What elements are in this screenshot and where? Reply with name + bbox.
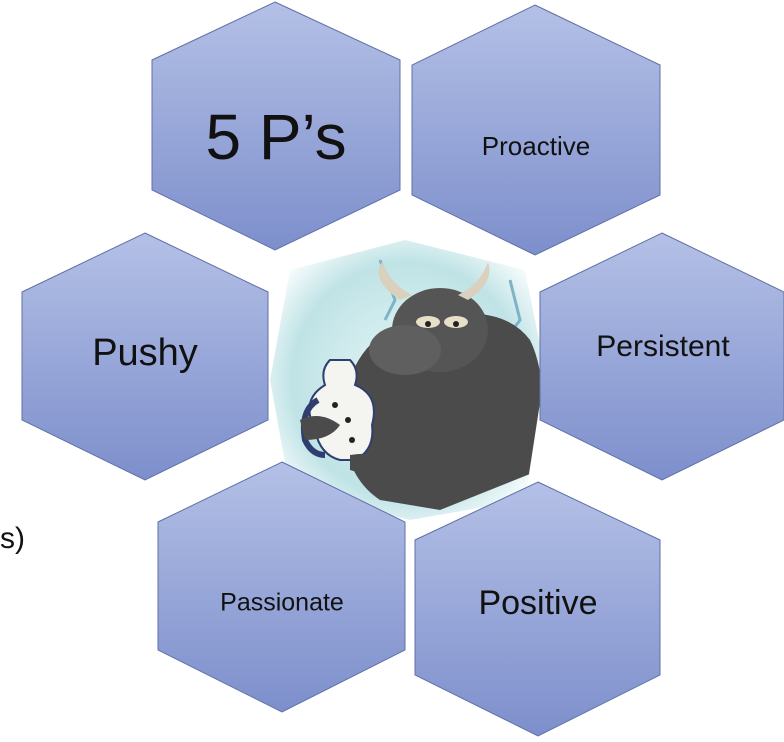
hex-pushy: Pushy bbox=[21, 232, 269, 481]
hex-positive: Positive bbox=[414, 481, 661, 737]
persistent-label: Persistent bbox=[596, 330, 730, 363]
positive-label: Positive bbox=[478, 584, 597, 622]
pushy-label: Pushy bbox=[92, 332, 198, 374]
center-bull-illustration bbox=[270, 240, 545, 520]
hex-persistent: Persistent bbox=[539, 232, 784, 481]
title-label: 5 P’s bbox=[205, 101, 346, 173]
proactive-label: Proactive bbox=[482, 131, 590, 161]
edge-text-fragment: s) bbox=[0, 522, 25, 555]
hex-passionate: Passionate bbox=[157, 461, 406, 713]
passionate-label: Passionate bbox=[220, 589, 344, 617]
hex-title: 5 P’s bbox=[151, 1, 401, 251]
hex-proactive: Proactive bbox=[411, 4, 661, 256]
